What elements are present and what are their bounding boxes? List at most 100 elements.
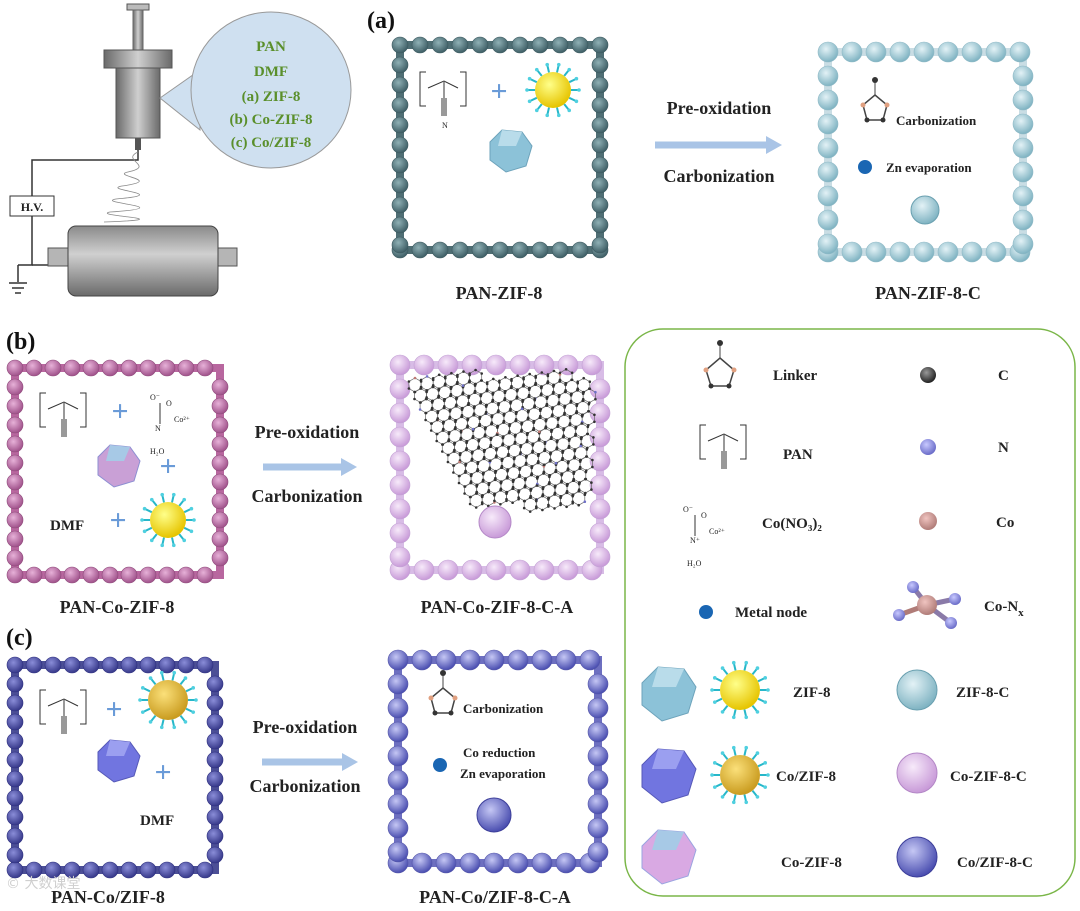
fiber-bead [411,36,429,54]
linker-tip [534,108,539,113]
fiber-bead [211,378,229,396]
graphene-atom [550,428,553,432]
linker-tip [182,538,187,543]
graphene-atom [537,453,540,456]
fiber-bead [6,656,24,674]
fiber-bead [206,751,224,769]
graphene-atom [563,404,566,408]
fiber-bead [389,450,411,472]
fiber-bead [459,852,481,874]
graphene-atom [539,407,542,411]
graphene-atom [554,470,557,474]
zif8-yellow-particle [525,62,581,118]
graphene-ring [510,397,523,413]
graphene-atom [429,422,433,425]
graphene-atom [582,376,585,380]
fiber-bead [413,354,435,376]
zif8-crystal-a [489,129,533,173]
graphene-atom [449,385,453,389]
graphene-atom [593,420,596,424]
graphene-atom [471,427,475,431]
graphene-atom [558,371,562,375]
fiber-bead [177,359,195,377]
graphene-ring [524,474,538,490]
graphene-ring [494,489,507,505]
graphene-atom [560,472,563,476]
fiber-bead [591,56,609,74]
graphene-ring [567,457,581,473]
linker-tip [172,670,177,675]
graphene-atom [531,442,534,446]
graphene-atom [524,454,528,458]
fiber-bead [196,861,214,879]
graphene-ring [560,492,574,508]
fiber-bead [589,450,611,472]
fiber-bead [6,549,24,567]
fiber-bead [557,559,579,581]
fiber-bead [206,675,224,693]
legend-nitrate-icon: O⁻ N⁺ O Co²⁺ H₂O [683,505,725,568]
panel-label-c: (c) [6,625,33,651]
legend-co-dash-zif8-c: Co-ZIF-8-C [950,769,1027,785]
graphene-atom [419,378,423,382]
fiber-bead [44,861,62,879]
graphene-atom [520,407,524,411]
graphene-atom [567,446,570,449]
graphene-atom [436,410,440,413]
linker-tip [574,76,579,81]
roller-axle-left [47,247,71,267]
linker-tip [160,543,165,548]
graphene-atom [499,480,503,484]
panel-label-b: (b) [6,329,35,355]
graphene-atom [585,455,588,458]
graphene-atom [586,425,590,429]
linker-tip [731,800,736,805]
particle-core [720,755,760,795]
graphene-atom [536,461,540,465]
graphene-ring [419,398,433,414]
co-slash-zif8-c-sphere [476,797,512,833]
graphene-ring [542,483,556,499]
fiber-bead [391,156,409,174]
graphene-atom [591,465,594,469]
graphene-ring [519,464,533,479]
graphene-ring [441,440,455,456]
linker-tip [763,676,768,680]
graphene-atom [509,386,513,390]
fiber-bead [509,354,531,376]
graphene-ring [485,401,499,416]
fiber-bead [25,656,43,674]
fiber-bead [206,827,224,845]
frame-pan-co-slash-zif8-c-a [387,649,609,874]
fiber-bead [985,41,1007,63]
graphene-atom [464,462,467,466]
plus-icon: + [109,504,126,537]
legend-nitrogen-atom-icon [920,439,936,455]
fiber-bead [511,241,529,259]
graphene-ring [550,448,563,464]
fiber-bead [6,473,24,491]
graphene-atom [535,498,538,501]
callout-line-zif8: (a) ZIF-8 [242,89,301,105]
graphene-atom [450,371,453,375]
fiber-bead [6,359,24,377]
fiber-bead [1012,113,1034,135]
graphene-ring [466,437,480,453]
linker-tip [159,670,164,675]
graphene-atom [447,431,451,434]
fiber-bead [177,861,195,879]
graphene-ring [558,391,572,407]
svg-text:O⁻: O⁻ [683,505,693,514]
fiber-bead [387,817,409,839]
fiber-bead [391,96,409,114]
graphene-ring [563,424,577,440]
fiber-bead [485,559,507,581]
graphene-atom [561,435,565,439]
syringe-needle [135,138,141,150]
graphene-atom [465,440,468,443]
graphene-atom [448,408,452,412]
graphene-ring [448,428,462,444]
fiber-bead [587,697,609,719]
graphene-atom [537,439,541,442]
fiber-bead [817,161,839,183]
